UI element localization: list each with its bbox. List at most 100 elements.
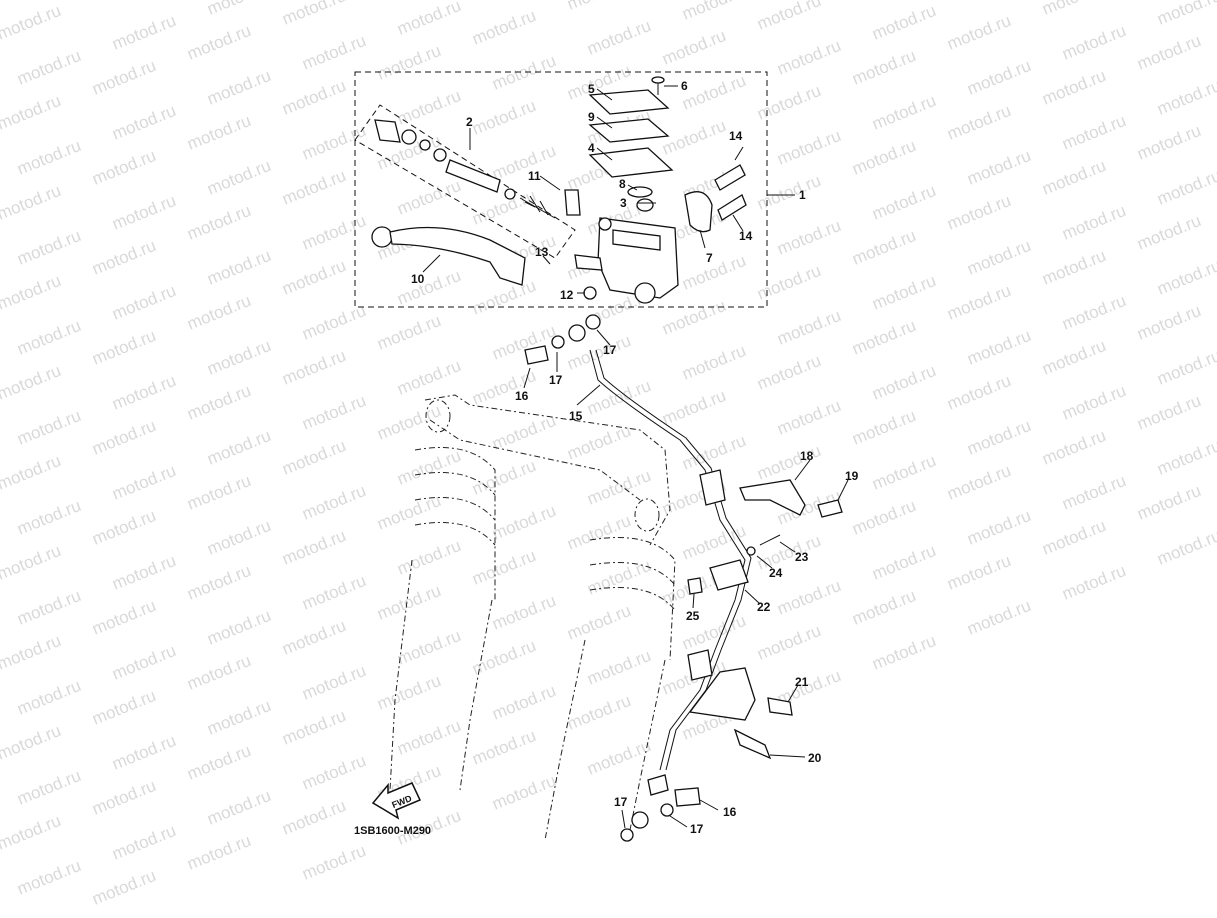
watermark-text: motod.ru xyxy=(109,641,178,684)
watermark-text: motod.ru xyxy=(374,311,443,354)
watermark-text: motod.ru xyxy=(184,201,253,244)
watermark-text: motod.ru xyxy=(279,706,348,749)
watermark-text: motod.ru xyxy=(964,56,1033,99)
watermark-text: motod.ru xyxy=(754,351,823,394)
watermark-text: motod.ru xyxy=(394,536,463,579)
callout-labels: 1 2 3 4 5 6 7 8 9 10 11 12 13 14 14 15 1… xyxy=(411,79,859,836)
watermark-text: motod.ru xyxy=(1154,346,1217,389)
watermark-text: motod.ru xyxy=(0,541,64,584)
watermark-text: motod.ru xyxy=(0,1,64,44)
watermark-text: motod.ru xyxy=(869,181,938,224)
watermark-text: motod.ru xyxy=(964,596,1033,639)
watermark-text: motod.ru xyxy=(14,136,83,179)
watermark-text: motod.ru xyxy=(374,581,443,624)
watermark-text: motod.ru xyxy=(89,326,158,369)
watermark-text: motod.ru xyxy=(849,496,918,539)
watermark-text: motod.ru xyxy=(1134,31,1203,74)
watermark-text: motod.ru xyxy=(564,511,633,554)
callout-24: 24 xyxy=(769,566,783,580)
brake-lever xyxy=(371,226,526,286)
watermark-text: motod.ru xyxy=(109,101,178,144)
watermark-text: motod.ru xyxy=(184,291,253,334)
callout-17-d: 17 xyxy=(690,822,704,836)
watermark-text: motod.ru xyxy=(679,71,748,114)
watermark-text: motod.ru xyxy=(109,191,178,234)
watermark-text: motod.ru xyxy=(754,531,823,574)
watermark-text: motod.ru xyxy=(299,751,368,794)
watermark-text: motod.ru xyxy=(944,461,1013,504)
watermark-text: motod.ru xyxy=(299,841,368,884)
callout-14-bottom: 14 xyxy=(739,229,753,243)
watermark-text: motod.ru xyxy=(964,416,1033,459)
watermark-text: motod.ru xyxy=(14,586,83,629)
watermark-text: motod.ru xyxy=(659,296,728,339)
watermark-text: motod.ru xyxy=(584,466,653,509)
watermark-text: motod.ru xyxy=(754,261,823,304)
watermark-text: motod.ru xyxy=(1154,76,1217,119)
watermark-text: motod.ru xyxy=(204,0,273,19)
watermark-text: motod.ru xyxy=(1059,201,1128,244)
watermark-text: motod.ru xyxy=(109,11,178,54)
watermark-text: motod.ru xyxy=(849,136,918,179)
watermark-text: motod.ru xyxy=(184,651,253,694)
watermark-text: motod.ru xyxy=(849,406,918,449)
watermark-text: motod.ru xyxy=(584,646,653,689)
callout-7: 7 xyxy=(706,251,713,265)
watermark-text: motod.ru xyxy=(1059,381,1128,424)
watermark-text: motod.ru xyxy=(659,116,728,159)
watermark-text: motod.ru xyxy=(1134,391,1203,434)
reservoir-cap-stack xyxy=(588,76,674,212)
watermark-text: motod.ru xyxy=(374,41,443,84)
watermark-text: motod.ru xyxy=(394,626,463,669)
watermark-text: motod.ru xyxy=(14,406,83,449)
watermark-text: motod.ru xyxy=(109,281,178,324)
watermark-text: motod.ru xyxy=(89,416,158,459)
watermark-text: motod.ru xyxy=(774,306,843,349)
watermark-text: motod.ru xyxy=(679,341,748,384)
callout-15: 15 xyxy=(569,409,583,423)
callout-10: 10 xyxy=(411,272,425,286)
watermark-text: motod.ru xyxy=(109,821,178,864)
watermark-text: motod.ru xyxy=(204,246,273,289)
watermark-text: motod.ru xyxy=(0,91,64,134)
watermark-text: motod.ru xyxy=(184,111,253,154)
watermark-text: motod.ru xyxy=(1039,246,1108,289)
watermark-text: motod.ru xyxy=(964,506,1033,549)
watermark-text: motod.ru xyxy=(774,216,843,259)
watermark-text: motod.ru xyxy=(1154,256,1217,299)
diagram-code: 1SB1600-M290 xyxy=(354,825,431,837)
callout-18: 18 xyxy=(800,449,814,463)
callout-25: 25 xyxy=(686,609,700,623)
watermark-text: motod.ru xyxy=(1039,156,1108,199)
watermark-text: motod.ru xyxy=(944,551,1013,594)
watermark-text: motod.ru xyxy=(89,596,158,639)
front-fork-outline xyxy=(389,394,676,841)
callout-23: 23 xyxy=(795,550,809,564)
callout-20: 20 xyxy=(808,751,822,765)
watermark-text: motod.ru xyxy=(869,361,938,404)
watermark-text: motod.ru xyxy=(204,696,273,739)
watermark-text: motod.ru xyxy=(279,76,348,119)
watermark-text: motod.ru xyxy=(1154,436,1217,479)
watermark-text: motod.ru xyxy=(204,516,273,559)
callout-3: 3 xyxy=(620,196,627,210)
watermark-text: motod.ru xyxy=(279,166,348,209)
watermark-text: motod.ru xyxy=(394,0,463,39)
watermark-text: motod.ru xyxy=(1134,211,1203,254)
watermark-text: motod.ru xyxy=(89,146,158,189)
watermark-text: motod.ru xyxy=(184,831,253,874)
watermark-text: motod.ru xyxy=(489,141,558,184)
watermark-text: motod.ru xyxy=(89,866,158,909)
watermark-text: motod.ru xyxy=(1039,336,1108,379)
watermark-text: motod.ru xyxy=(299,121,368,164)
watermark-text: motod.ru xyxy=(944,371,1013,414)
callout-5: 5 xyxy=(588,82,595,96)
leader-lines xyxy=(422,85,849,829)
watermark-text: motod.ru xyxy=(89,776,158,819)
watermark-text: motod.ru xyxy=(184,471,253,514)
watermark-text: motod.ru xyxy=(584,16,653,59)
watermark-text: motod.ru xyxy=(964,146,1033,189)
watermark-text: motod.ru xyxy=(279,526,348,569)
watermark-text: motod.ru xyxy=(14,226,83,269)
